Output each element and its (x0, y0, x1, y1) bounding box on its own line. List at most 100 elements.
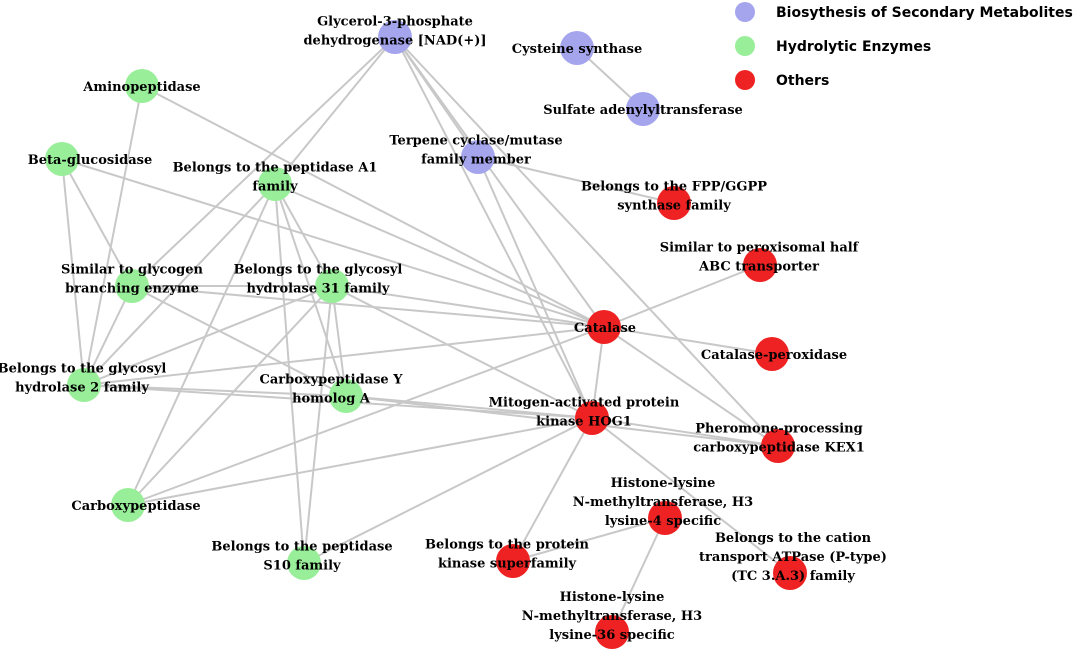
node-catp (755, 337, 789, 371)
edge-cpy-hog1 (345, 395, 593, 419)
node-label-line: Sulfate adenylyltransferase (543, 103, 743, 118)
node-label-line: transport ATPase (P-type) (699, 550, 887, 565)
node-label-line: Aminopeptidase (82, 80, 200, 95)
node-label-line: Belongs to the peptidase A1 (173, 161, 378, 176)
node-label-line: lysine-4 specific (605, 514, 721, 529)
node-label-line: synthase family (617, 199, 731, 214)
node-label-catp: Catalase-peroxidase (701, 348, 847, 363)
node-beta (45, 142, 79, 176)
node-label-line: homolog A (292, 392, 371, 407)
edge-pepA1-cat (274, 183, 605, 328)
node-sat (626, 92, 660, 126)
node-label-line: Belongs to the protein (425, 538, 590, 553)
edge-terp-fpp (477, 156, 675, 204)
node-label-line: hydrolase 2 family (15, 381, 149, 396)
edge-hog1-atp (591, 417, 791, 574)
node-label-line: carboxypeptidase KEX1 (693, 441, 865, 456)
node-cpy (329, 379, 363, 413)
node-gh31 (315, 269, 349, 303)
node-amino (125, 69, 159, 103)
edge-cat-abc (603, 264, 761, 328)
edge-g3p-pepA1 (274, 36, 396, 185)
node-label-sat: Sulfate adenylyltransferase (543, 103, 743, 118)
nodes (45, 20, 807, 649)
node-label-fpp: Belongs to the FPP/GGPP synthase family (581, 180, 767, 214)
legend-label-0: Biosythesis of Secondary Metabolites (776, 5, 1073, 21)
legend-swatch-0 (735, 2, 755, 22)
legend-swatch-1 (735, 36, 755, 56)
edge-carb-hog1 (127, 417, 593, 506)
node-label-line: Catalase (574, 321, 636, 336)
node-label-line: Terpene cyclase/mutase (389, 134, 562, 149)
node-label-atp: Belongs to the cation transport ATPase (P… (699, 531, 887, 584)
edge-pepA1-cpy (274, 183, 347, 397)
edge-glyco-cpy (131, 285, 347, 397)
node-cat (587, 310, 621, 344)
edge-cat-catp (603, 326, 773, 355)
node-label-cys: Cysteine synthase (512, 42, 642, 57)
edge-cpy-kex1 (345, 395, 779, 447)
node-gh2 (67, 368, 101, 402)
edge-gh31-cpy (331, 285, 347, 397)
node-hog1 (575, 401, 609, 435)
node-label-line: kinase HOG1 (536, 415, 632, 430)
node-label-line: family (252, 180, 298, 195)
node-label-line: Histone-lysine (560, 590, 665, 605)
node-label-gh2: Belongs to the glycosyl hydrolase 2 famil… (0, 362, 166, 396)
edges (61, 36, 791, 633)
node-carb (111, 488, 145, 522)
edge-pepA1-s10 (274, 183, 305, 564)
edge-beta-glyco (61, 158, 133, 287)
edge-glyco-gh2 (83, 285, 133, 386)
edge-hog1-kex1 (591, 417, 779, 447)
edge-pepA1-gh31 (274, 183, 333, 287)
node-label-line: (TC 3.A.3) family (731, 569, 855, 584)
node-pks (496, 544, 530, 578)
node-label-line: Carboxypeptidase Y (260, 373, 404, 388)
edge-gh2-cat (83, 326, 605, 386)
node-label-line: Belongs to the glycosyl (0, 362, 166, 377)
edge-amino-gh2 (83, 85, 143, 386)
node-label-line: Catalase-peroxidase (701, 348, 847, 363)
edge-amino-cat (141, 85, 605, 328)
node-g3p (378, 20, 412, 54)
legend: Biosythesis of Secondary MetabolitesHydr… (735, 2, 1073, 90)
legend-label-2: Others (776, 73, 829, 89)
node-fpp (657, 186, 691, 220)
edge-pepA1-gh2 (83, 183, 276, 386)
node-cys (560, 31, 594, 65)
edge-h3k4-h3k36 (611, 517, 666, 633)
node-label-line: kinase superfamily (438, 557, 577, 572)
node-label-line: Cysteine synthase (512, 42, 642, 57)
node-h3k36 (595, 615, 629, 649)
edge-gh31-cat (331, 285, 605, 328)
node-label-line: Belongs to the FPP/GGPP (581, 180, 767, 195)
edge-gh31-hog1 (331, 285, 593, 419)
node-glyco (115, 269, 149, 303)
node-label-line: Belongs to the cation (715, 531, 872, 546)
node-label-line: Belongs to the glycosyl (234, 263, 403, 278)
edge-gh2-cpy (83, 384, 347, 397)
node-abc (743, 248, 777, 282)
node-kex1 (761, 429, 795, 463)
node-label-pepA1: Belongs to the peptidase A1 family (173, 161, 378, 195)
edge-gh31-carb (127, 285, 333, 506)
legend-label-1: Hydrolytic Enzymes (776, 39, 931, 55)
node-label-line: lysine-36 specific (549, 628, 674, 643)
edge-gh31-s10 (303, 285, 333, 564)
edge-s10-hog1 (303, 417, 593, 564)
node-label-amino: Aminopeptidase (82, 80, 200, 95)
node-label-line: branching enzyme (65, 282, 199, 297)
node-label-line: Belongs to the peptidase (211, 540, 392, 555)
node-label-cpy: Carboxypeptidase Y homolog A (260, 373, 404, 407)
